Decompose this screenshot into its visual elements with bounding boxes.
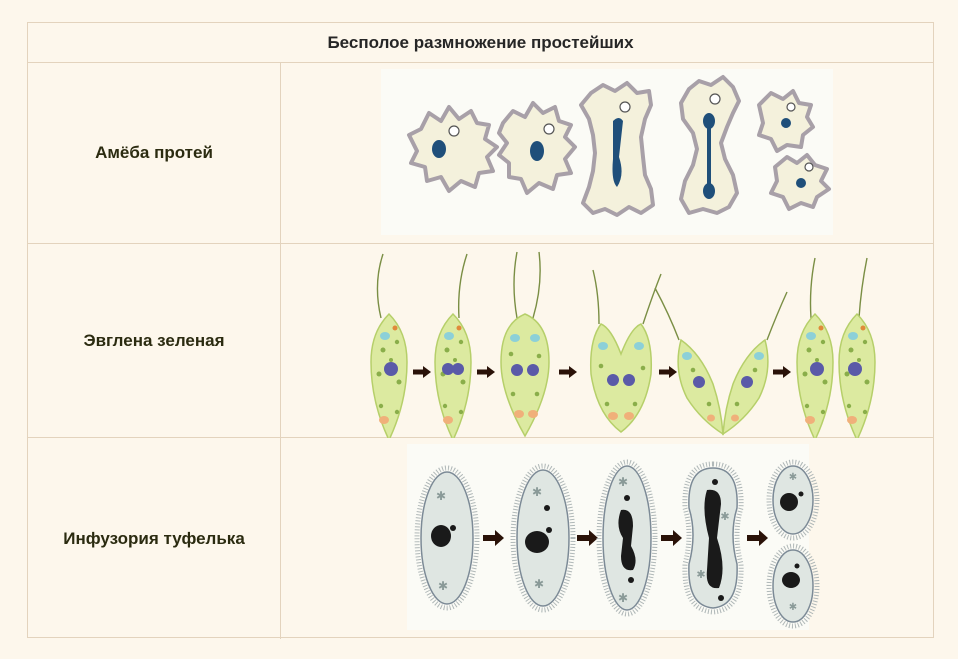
row-label-paramecium: Инфузория туфелька xyxy=(28,438,281,639)
nucleus-icon xyxy=(442,363,454,375)
nucleus-icon xyxy=(796,178,806,188)
nucleus-icon xyxy=(432,140,446,158)
vacuole-icon xyxy=(709,93,721,105)
nucleus-icon xyxy=(741,376,753,388)
flagellum-icon xyxy=(513,251,518,319)
svg-text:✱: ✱ xyxy=(618,475,628,489)
micronucleus-icon xyxy=(450,525,456,531)
paramecium-stage-5-daughter-top: ✱ xyxy=(766,459,820,541)
micronucleus-icon xyxy=(546,527,552,533)
paramecium-stage-1: ✱ ✱ xyxy=(414,465,480,611)
row-paramecium: Инфузория туфелька ✱ ✱ xyxy=(28,438,933,639)
nucleus-icon xyxy=(703,113,715,129)
vacuole-icon xyxy=(786,102,796,112)
nucleus-icon xyxy=(384,362,398,376)
arrow-icon xyxy=(659,366,677,378)
flagellum-icon xyxy=(532,251,541,319)
flagellum-icon xyxy=(809,257,816,319)
nucleus-icon xyxy=(452,363,464,375)
vacuole-icon xyxy=(804,162,814,172)
vacuole-icon xyxy=(448,125,460,137)
paramecium-division-illustration: ✱ ✱ ✱ ✱ xyxy=(407,444,820,630)
flagellum-icon xyxy=(654,287,680,341)
macronucleus-icon xyxy=(704,489,723,589)
paramecium-stage-4: ✱ ✱ xyxy=(682,461,744,615)
flagellum-icon xyxy=(766,291,788,341)
paramecium-stage-3: ✱ ✱ xyxy=(596,459,658,617)
micronucleus-icon xyxy=(628,577,634,583)
svg-text:✱: ✱ xyxy=(789,472,797,483)
vacuole-icon xyxy=(543,123,555,135)
row-amoeba: Амёба протей xyxy=(28,63,933,244)
paramecium-illustration-cell: ✱ ✱ ✱ ✱ xyxy=(281,438,933,639)
micronucleus-icon xyxy=(718,595,724,601)
nucleus-icon xyxy=(527,364,539,376)
micronucleus-icon xyxy=(712,479,718,485)
flagellum-icon xyxy=(376,253,384,319)
macronucleus-icon xyxy=(525,531,549,553)
paramecium-stage-5-daughter-bottom: ✱ xyxy=(766,543,820,629)
micronucleus-icon xyxy=(624,495,630,501)
euglena-stage-1 xyxy=(370,253,408,438)
nucleus-icon xyxy=(693,376,705,388)
arrow-icon xyxy=(477,366,495,378)
dividing-nucleus-icon xyxy=(612,118,623,187)
svg-text:✱: ✱ xyxy=(618,591,628,605)
nucleus-icon xyxy=(848,362,862,376)
nucleus-icon xyxy=(810,362,824,376)
macronucleus-icon xyxy=(782,572,800,588)
flagellum-icon xyxy=(592,269,600,325)
svg-text:✱: ✱ xyxy=(436,489,446,503)
amoeba-division-illustration xyxy=(381,69,833,235)
nucleus-icon xyxy=(530,141,544,161)
arrow-icon xyxy=(413,366,431,378)
amoeba-stage-1 xyxy=(407,105,499,193)
amoeba-stage-3 xyxy=(579,81,655,217)
reproduction-table: Бесполое размножение простейших Амёба пр… xyxy=(27,22,934,639)
arrow-icon xyxy=(559,366,577,378)
euglena-stage-3 xyxy=(500,251,550,438)
svg-text:✱: ✱ xyxy=(696,568,705,581)
micronucleus-icon xyxy=(798,491,804,497)
macronucleus-icon xyxy=(431,525,451,547)
euglena-stage-5 xyxy=(654,287,788,436)
nucleus-icon xyxy=(607,374,619,386)
flagellum-icon xyxy=(642,273,662,325)
amoeba-illustration-cell xyxy=(281,63,933,243)
row-label-euglena: Эвглена зеленая xyxy=(28,244,281,437)
arrow-icon xyxy=(773,366,791,378)
paramecium-stage-2: ✱ ✱ xyxy=(510,463,576,613)
svg-text:✱: ✱ xyxy=(720,510,729,523)
row-label-amoeba: Амёба протей xyxy=(28,63,281,243)
amoeba-stage-2 xyxy=(497,101,577,195)
svg-text:✱: ✱ xyxy=(438,579,448,593)
amoeba-stage-5-daughter-bottom xyxy=(769,153,831,211)
euglena-stage-4 xyxy=(589,269,662,433)
flagellum-icon xyxy=(858,257,868,319)
macronucleus-icon xyxy=(780,493,798,511)
nucleus-icon xyxy=(623,374,635,386)
macronucleus-icon xyxy=(618,509,636,571)
micronucleus-icon xyxy=(794,563,800,569)
svg-text:✱: ✱ xyxy=(534,577,544,591)
euglena-stage-2 xyxy=(434,253,472,438)
amoeba-stage-4 xyxy=(679,75,741,215)
nucleus-icon xyxy=(703,183,715,199)
micronucleus-icon xyxy=(544,505,550,511)
euglena-stage-6 xyxy=(796,257,876,438)
svg-text:✱: ✱ xyxy=(532,485,542,499)
row-euglena: Эвглена зеленая xyxy=(28,244,933,438)
vacuole-icon xyxy=(619,101,631,113)
flagellum-icon xyxy=(458,253,468,319)
svg-text:✱: ✱ xyxy=(789,602,797,613)
amoeba-stage-5-daughter-top xyxy=(757,89,815,153)
euglena-division-illustration xyxy=(370,251,876,438)
table-title: Бесполое размножение простейших xyxy=(28,23,933,63)
nucleus-icon xyxy=(511,364,523,376)
nucleus-icon xyxy=(781,118,791,128)
euglena-illustration-cell xyxy=(281,244,933,438)
